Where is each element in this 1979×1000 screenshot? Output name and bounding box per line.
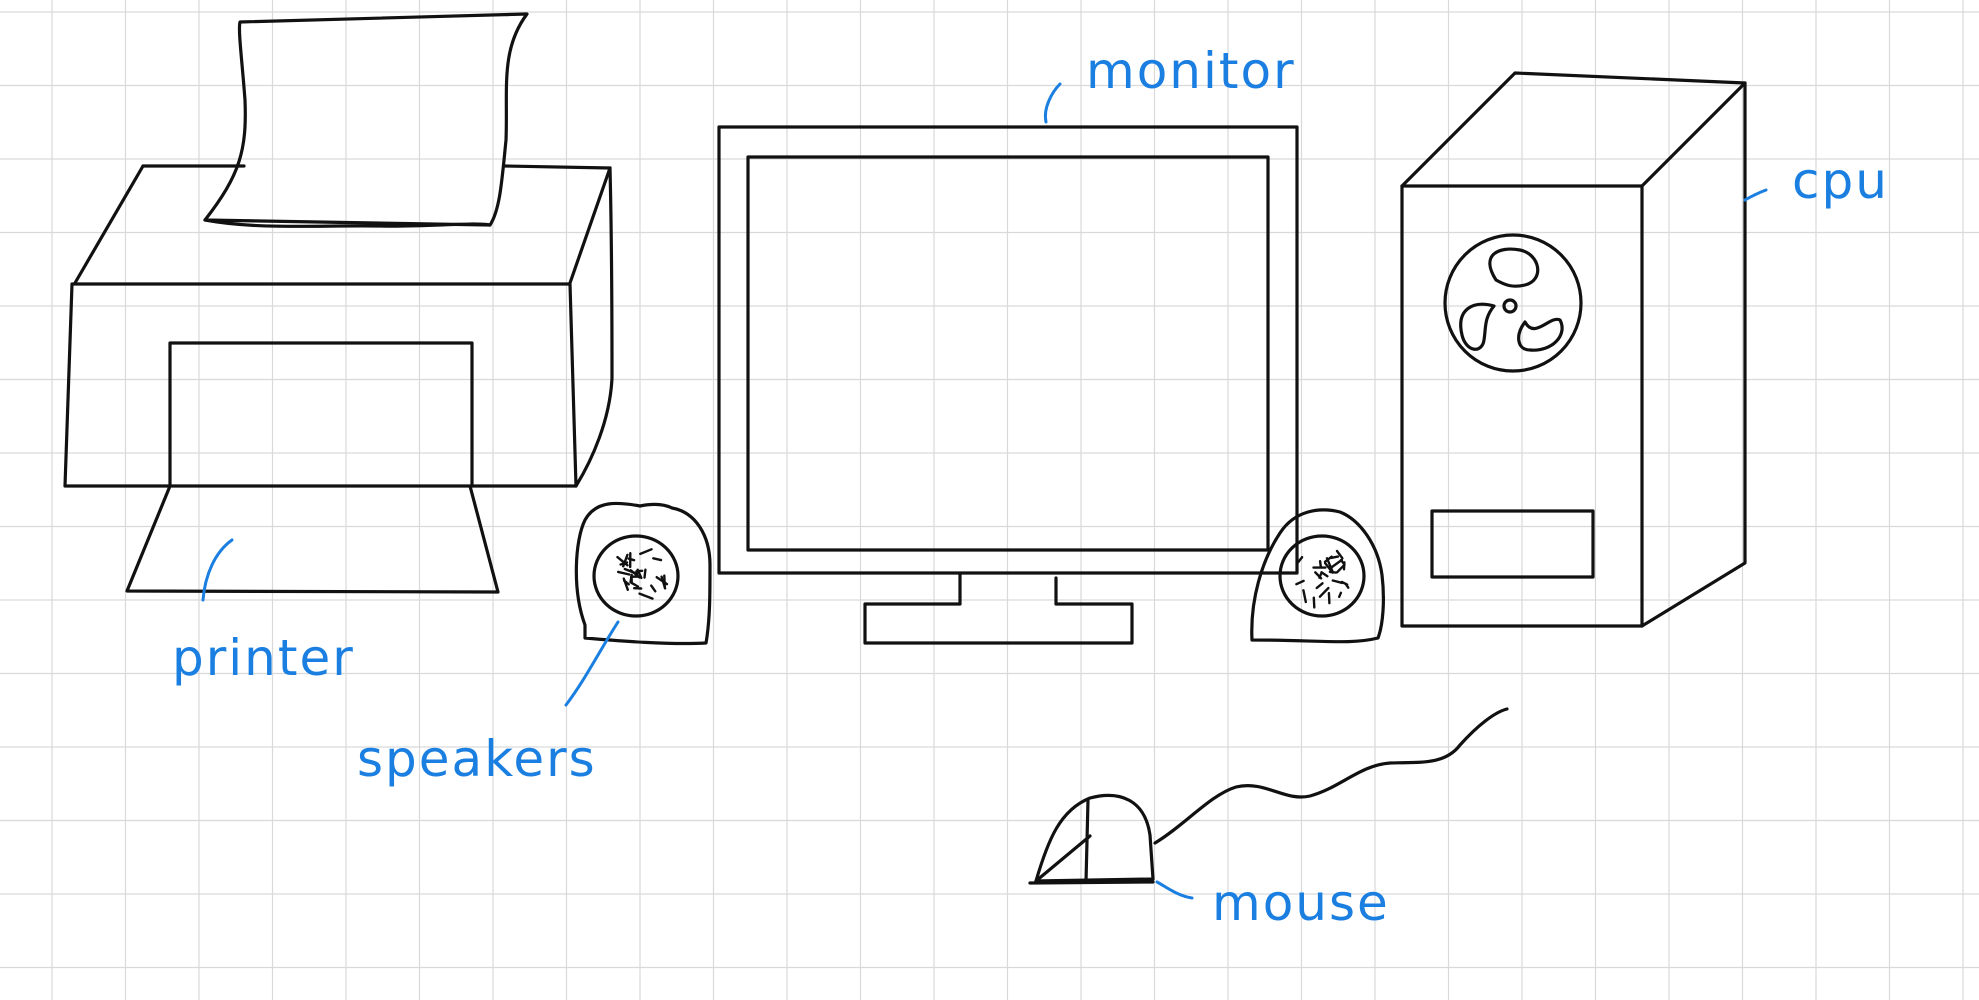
left-speaker-drawing xyxy=(574,501,712,646)
grille-mark xyxy=(643,568,647,579)
grille-mark xyxy=(1330,558,1344,569)
printer-drawing xyxy=(63,12,614,594)
mouse-drawing xyxy=(1028,707,1509,885)
grille-mark xyxy=(1318,560,1323,568)
grille-mark xyxy=(1302,589,1308,604)
grille-mark xyxy=(1318,586,1330,598)
grille-mark xyxy=(1295,556,1304,565)
grille-mark xyxy=(1337,591,1343,598)
grille-mark xyxy=(1327,591,1331,605)
grille-mark xyxy=(1295,579,1305,586)
grille-mark xyxy=(639,548,653,556)
grille-mark xyxy=(638,592,654,600)
right-speaker-drawing xyxy=(1250,508,1386,644)
grille-mark xyxy=(1315,582,1324,590)
grille-mark xyxy=(630,581,640,588)
speakers-label: speakers xyxy=(357,730,597,788)
cpu-drawing xyxy=(1400,71,1747,628)
grille-mark xyxy=(616,555,629,567)
cpu-label: cpu xyxy=(1792,152,1889,210)
grille-mark xyxy=(650,584,657,593)
mouse-label: mouse xyxy=(1212,874,1390,932)
grille-mark xyxy=(1335,549,1344,560)
grille-mark xyxy=(1312,596,1316,609)
left-speaker-grille xyxy=(616,548,669,600)
label-leader-lines xyxy=(201,82,1768,900)
grille-mark xyxy=(622,553,629,568)
grille-mark xyxy=(1314,571,1323,580)
grille-mark xyxy=(1331,579,1344,585)
grille-mark xyxy=(652,557,663,562)
grille-mark xyxy=(635,570,639,577)
grille-mark xyxy=(617,570,631,576)
monitor-label: monitor xyxy=(1086,42,1296,100)
grille-mark xyxy=(1328,570,1338,574)
printer-label: printer xyxy=(172,629,355,687)
grille-mark xyxy=(663,574,666,589)
monitor-drawing xyxy=(717,125,1299,645)
grille-mark xyxy=(1323,555,1333,563)
right-speaker-grille xyxy=(1295,549,1350,609)
grille-mark xyxy=(623,579,630,586)
grille-mark xyxy=(1335,563,1346,574)
